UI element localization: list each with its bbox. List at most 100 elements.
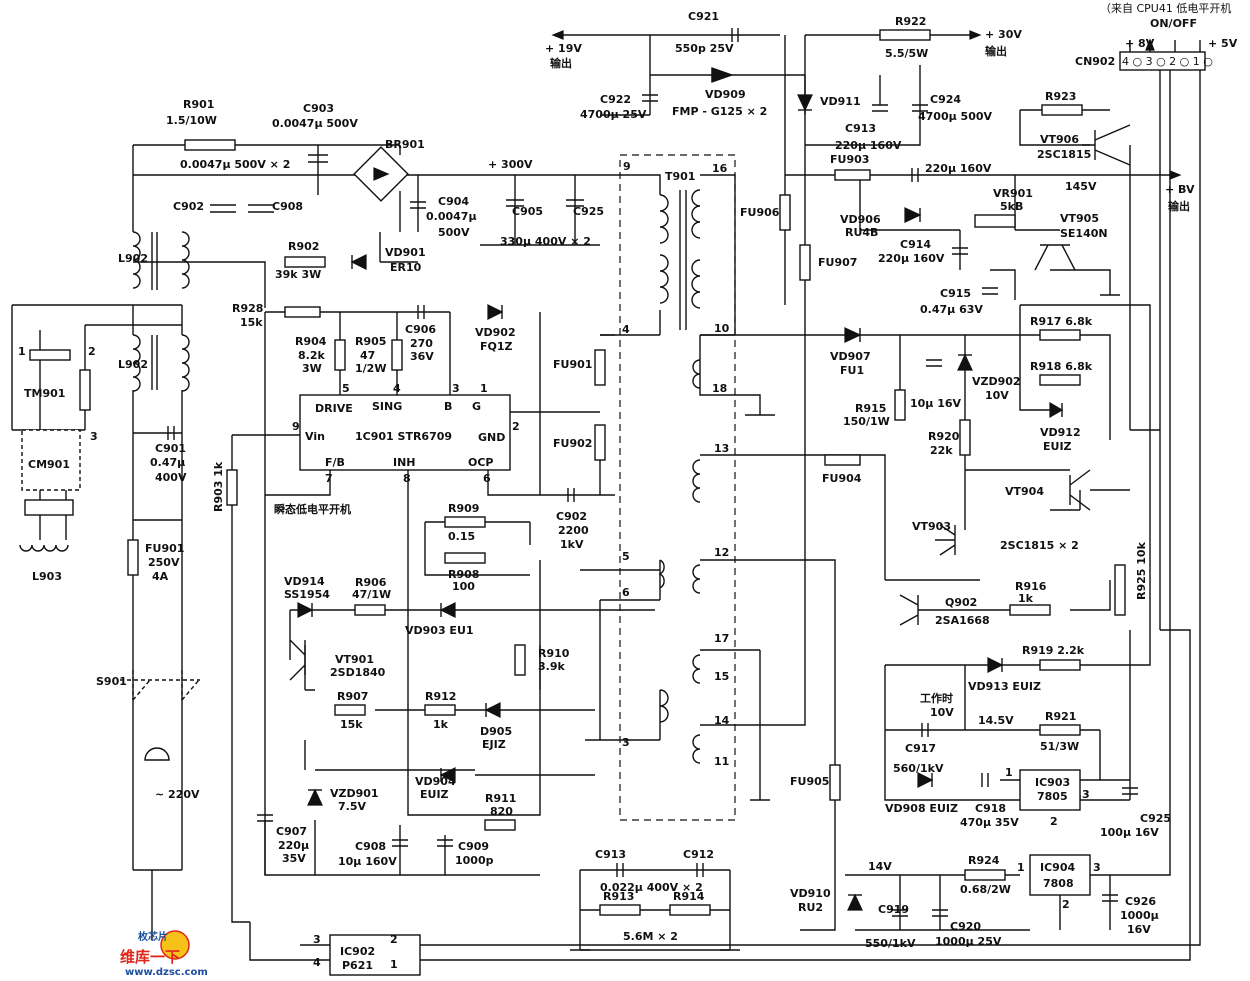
r921-resistor [1039, 724, 1081, 736]
fu901b-label: FU901 [145, 542, 184, 555]
vzd901-zener [307, 788, 323, 806]
vd911-label: VD911 [820, 95, 861, 108]
r904-resistor [334, 339, 346, 371]
r916-resistor [1009, 604, 1051, 616]
c920-capacitor [932, 909, 948, 917]
vd914-diode [297, 602, 314, 618]
vt901v-label: 2SD1840 [330, 666, 386, 679]
pin5-label: 5 [622, 550, 630, 563]
ic903v-label: 7805 [1037, 790, 1068, 803]
fu906-label: FU906 [740, 206, 780, 219]
vd906v-label: RU4B [845, 226, 878, 239]
c925bv-label: 100μ 16V [1100, 826, 1159, 839]
ic902-pin1-label: 1 [390, 958, 398, 971]
r911-resistor [484, 819, 516, 831]
arrows [551, 30, 1182, 180]
c903-capacitor [308, 154, 328, 163]
fu901bv2-label: 4A [152, 570, 169, 583]
r912-label: R912 [425, 690, 456, 703]
r910-resistor [514, 644, 526, 676]
c915-capacitor [982, 287, 998, 295]
ic902-label: IC902 [340, 945, 375, 958]
c924v-label: 4700μ 500V [918, 110, 993, 123]
logo-cn-label: 维库一下 [120, 948, 180, 966]
c925b-capacitor [1122, 787, 1138, 795]
logo-mascot-icon [160, 930, 190, 960]
c-220u-capacitor [911, 168, 919, 182]
r919-label: R919 2.2k [1022, 644, 1085, 657]
r928v-label: 15k [240, 316, 263, 329]
l902b-inductor-right [181, 334, 190, 392]
v145b-label: 14.5V [978, 714, 1014, 727]
r924-resistor [964, 869, 1006, 881]
l902b-label: L902 [118, 358, 148, 371]
c926v1-label: 1000μ [1120, 909, 1159, 922]
c918-label: C918 [975, 802, 1006, 815]
s901-switch [120, 670, 200, 701]
l902a-inductor-right [181, 231, 190, 289]
c908b-label: C908 [355, 840, 386, 853]
d905-diode [484, 702, 501, 718]
vd914-label: VD914 [284, 575, 325, 588]
pin15-label: 15 [714, 670, 729, 683]
vd908-label: VD908 EUIZ [885, 802, 958, 815]
plusbv-label: + BV [1165, 183, 1195, 196]
r906-resistor [354, 604, 386, 616]
watermark-logo: 枚芯片 维库一下 www.dzsc.com [120, 930, 208, 978]
c913a-capacitor [872, 104, 888, 112]
r928-resistor [284, 306, 321, 318]
pinb-label: B [444, 400, 452, 413]
r918-label: R918 6.8k [1030, 360, 1093, 373]
fu901-fuse [594, 349, 606, 386]
d905-label: D905 [480, 725, 512, 738]
c925b-label: C925 [1140, 812, 1171, 825]
pin9-label: 9 [623, 160, 631, 173]
vd903-label: VD903 EU1 [405, 624, 474, 637]
plus300v-label: + 300V [488, 158, 533, 171]
c901v2-label: 400V [155, 471, 187, 484]
tm-pin1-label: 1 [18, 345, 26, 358]
c921-capacitor [731, 28, 739, 42]
r907v-label: 15k [340, 718, 363, 731]
r910-label: R910 [538, 647, 570, 660]
r915-label: R915 [855, 402, 886, 415]
ic904-pin3-label: 3 [1093, 861, 1101, 874]
vzd901v-label: 7.5V [338, 800, 366, 813]
c10u-label: 10μ 16V [910, 397, 962, 410]
c921-label: C921 [688, 10, 719, 23]
vd901-label: VD901 [385, 246, 426, 259]
fu907-label: FU907 [818, 256, 857, 269]
c922v-label: 4700μ 25V [580, 108, 647, 121]
q902v-label: 2SA1668 [935, 614, 990, 627]
c901-capacitor [167, 426, 175, 440]
vin-label: Vin [305, 430, 325, 443]
arrow-bv-icon [1169, 170, 1182, 180]
vd901-diode [350, 254, 367, 270]
c921v-label: 550p 25V [675, 42, 734, 55]
r916v-label: 1k [1018, 592, 1034, 605]
r915-resistor [894, 389, 906, 421]
vd904v-label: EUIZ [420, 788, 449, 801]
fu906-fuse [779, 194, 791, 231]
tm901-resistor-v [79, 369, 91, 411]
c926-capacitor [1102, 894, 1118, 902]
r913-label: R913 [603, 890, 634, 903]
c926-label: C926 [1125, 895, 1156, 908]
vt905-label: VT905 [1060, 212, 1099, 225]
c919-label: C919 [878, 903, 909, 916]
ac220-label: ~ 220V [155, 788, 200, 801]
drive-label: DRIVE [315, 402, 353, 415]
ping-label: G [472, 400, 481, 413]
vd910-diode [847, 893, 863, 911]
r909-resistor [444, 516, 486, 528]
c922-label: C922 [600, 93, 631, 106]
pin12-label: 12 [714, 546, 729, 559]
out19-label: 输出 [550, 56, 572, 70]
inh-label: INH [393, 456, 416, 469]
vd907v-label: FU1 [840, 364, 864, 377]
c-10u-capacitor [926, 359, 942, 367]
logo-url-label: www.dzsc.com [125, 967, 208, 978]
ic-pin4-label: 4 [393, 382, 401, 395]
ic902-pin4-label: 4 [313, 956, 321, 969]
c925a-label: C925 [573, 205, 604, 218]
